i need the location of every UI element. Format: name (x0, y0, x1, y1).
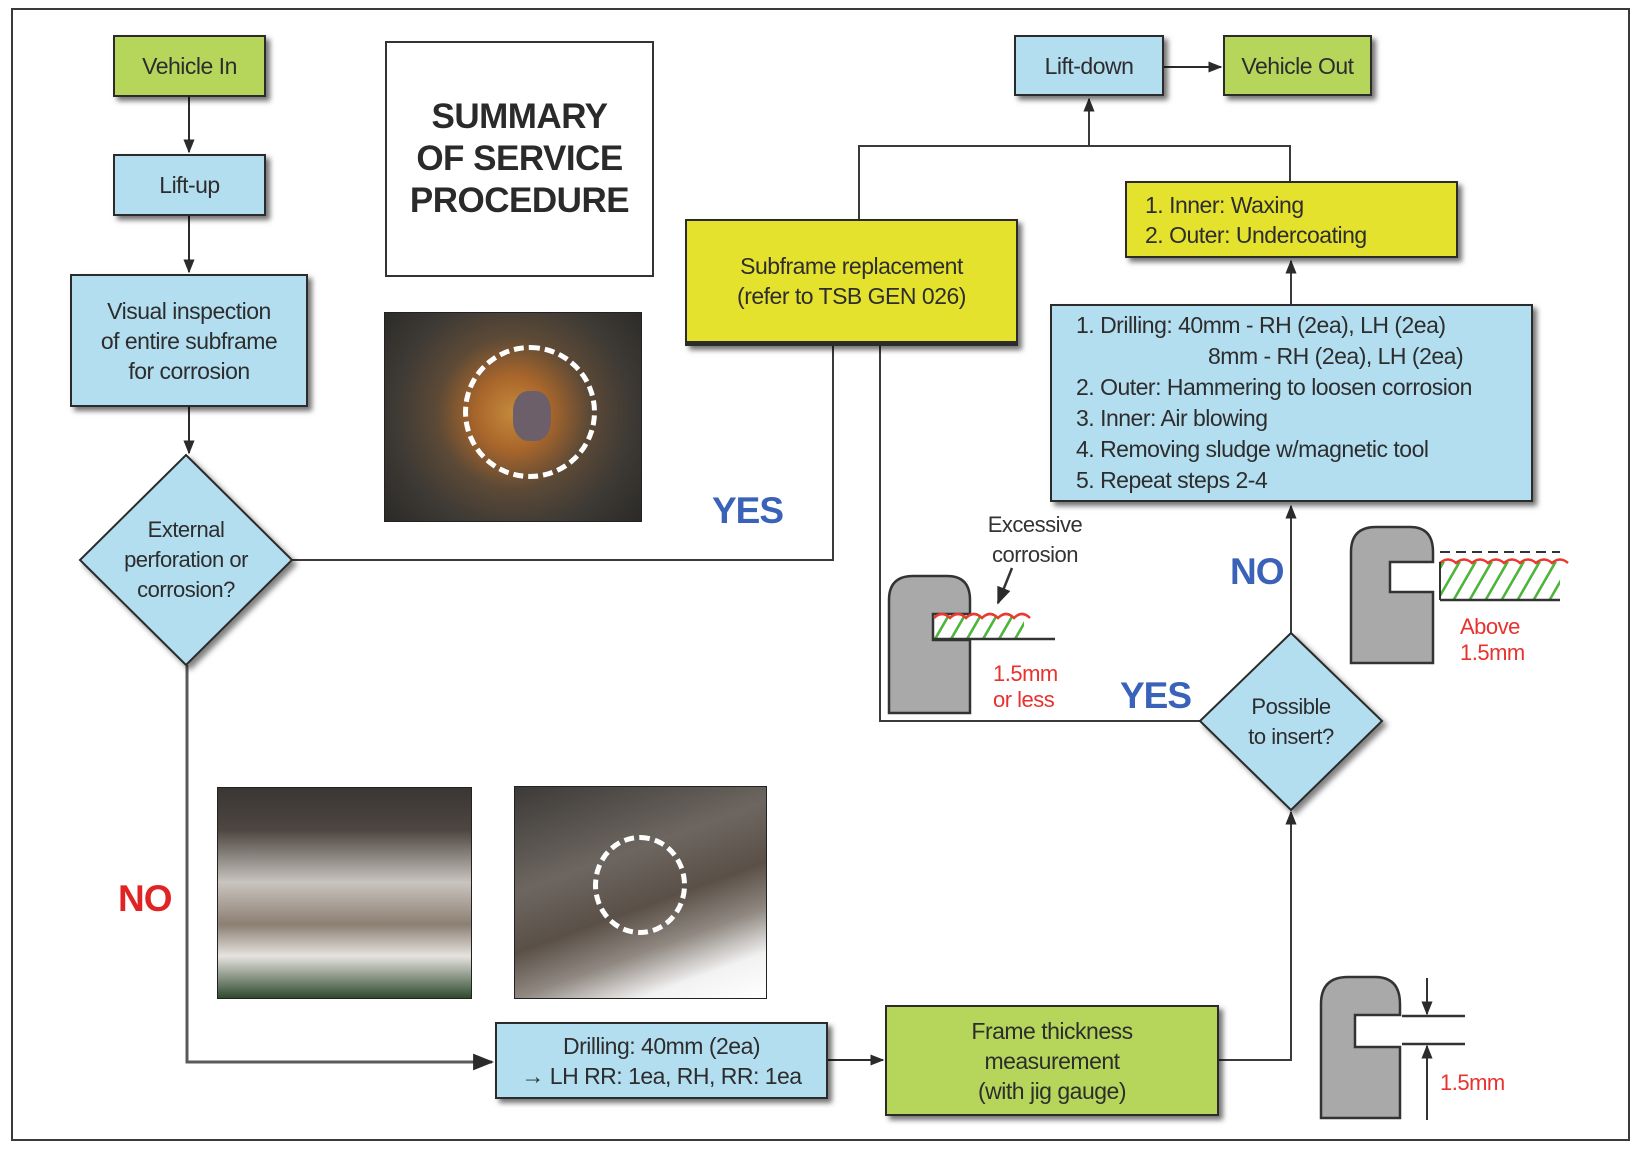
corrosion-photo (384, 312, 642, 522)
highlight-circle (463, 345, 597, 479)
node-label: Lift-down (1044, 52, 1134, 79)
node-label: Vehicle In (142, 53, 237, 79)
title-line: PROCEDURE (409, 181, 630, 220)
node-vehicle-out: Vehicle Out (1223, 35, 1372, 96)
decision-line: corrosion? (137, 577, 235, 602)
excessive-corrosion-note: Excessive corrosion (970, 510, 1100, 570)
note-line: or less (993, 687, 1055, 712)
gauge-dimension-note: 1.5mm (1440, 1070, 1505, 1095)
decision-line: perforation or (124, 547, 248, 572)
note-line: 1.5mm (993, 661, 1058, 686)
decision-line: Possible (1251, 694, 1331, 719)
decision-line: to insert? (1248, 724, 1334, 749)
node-label: Frame thickness (971, 1017, 1133, 1044)
decision-insert-label: Possible to insert? (1221, 692, 1361, 752)
node-lift-down: Lift-down (1014, 35, 1164, 96)
note-line: Above (1460, 614, 1520, 639)
decision-external-label: External perforation or corrosion? (96, 515, 276, 605)
node-vehicle-in: Vehicle In (113, 35, 266, 97)
corrosion-hole (513, 391, 551, 441)
node-label: Subframe replacement (740, 253, 963, 279)
title-box: SUMMARY OF SERVICE PROCEDURE (385, 41, 654, 277)
node-label: → LH RR: 1ea, RH, RR: 1ea (521, 1062, 802, 1089)
step-line: 1. Drilling: 40mm - RH (2ea), LH (2ea) (1076, 312, 1446, 338)
step-line: 8mm - RH (2ea), LH (2ea) (1208, 343, 1464, 369)
note-line: 1.5mm (1460, 640, 1525, 665)
node-label: for corrosion (128, 357, 250, 384)
node-subframe-replacement: Subframe replacement (refer to TSB GEN 0… (685, 219, 1018, 346)
label-yes-insert: YES (1120, 675, 1192, 716)
node-label: (with jig gauge) (978, 1077, 1126, 1104)
label-no-external: NO (118, 878, 172, 919)
label-no-insert: NO (1230, 551, 1284, 592)
node-lift-up: Lift-up (113, 154, 266, 216)
node-label: Lift-up (159, 172, 220, 198)
node-label: 2. Outer: Undercoating (1145, 221, 1367, 248)
node-frame-thickness: Frame thickness measurement (with jig ga… (885, 1005, 1219, 1116)
node-label: measurement (984, 1047, 1120, 1074)
step-line: 3. Inner: Air blowing (1076, 405, 1268, 431)
thin-limit-note: 1.5mm or less (993, 661, 1058, 713)
title-line: OF SERVICE (416, 139, 623, 178)
note-line: corrosion (992, 542, 1078, 567)
diagram-frame (11, 8, 1630, 1141)
node-drilling: Drilling: 40mm (2ea) → LH RR: 1ea, RH, R… (495, 1022, 828, 1099)
node-label: 1. Inner: Waxing (1145, 191, 1304, 218)
node-label: Vehicle Out (1241, 52, 1354, 79)
node-visual-inspection: Visual inspection of entire subframe for… (70, 274, 308, 407)
highlight-circle (593, 835, 687, 935)
label-yes-external: YES (712, 490, 784, 531)
node-waxing-undercoating: 1. Inner: Waxing 2. Outer: Undercoating (1125, 181, 1458, 258)
underbody-photo (217, 787, 472, 999)
node-label: Visual inspection (107, 297, 271, 324)
step-line: 2. Outer: Hammering to loosen corrosion (1076, 374, 1472, 400)
drilling-photo (514, 786, 767, 999)
node-repair-steps: 1. Drilling: 40mm - RH (2ea), LH (2ea) 8… (1050, 304, 1533, 502)
node-label: of entire subframe (100, 327, 278, 354)
note-line: Excessive (987, 512, 1083, 537)
step-line: 5. Repeat steps 2-4 (1076, 467, 1268, 493)
node-label: Drilling: 40mm (2ea) (562, 1032, 761, 1059)
title-line: SUMMARY (431, 97, 608, 136)
thick-limit-note: Above 1.5mm (1460, 614, 1525, 666)
step-line: 4. Removing sludge w/magnetic tool (1076, 436, 1429, 462)
node-label: (refer to TSB GEN 026) (737, 283, 966, 309)
decision-line: External (147, 517, 225, 542)
